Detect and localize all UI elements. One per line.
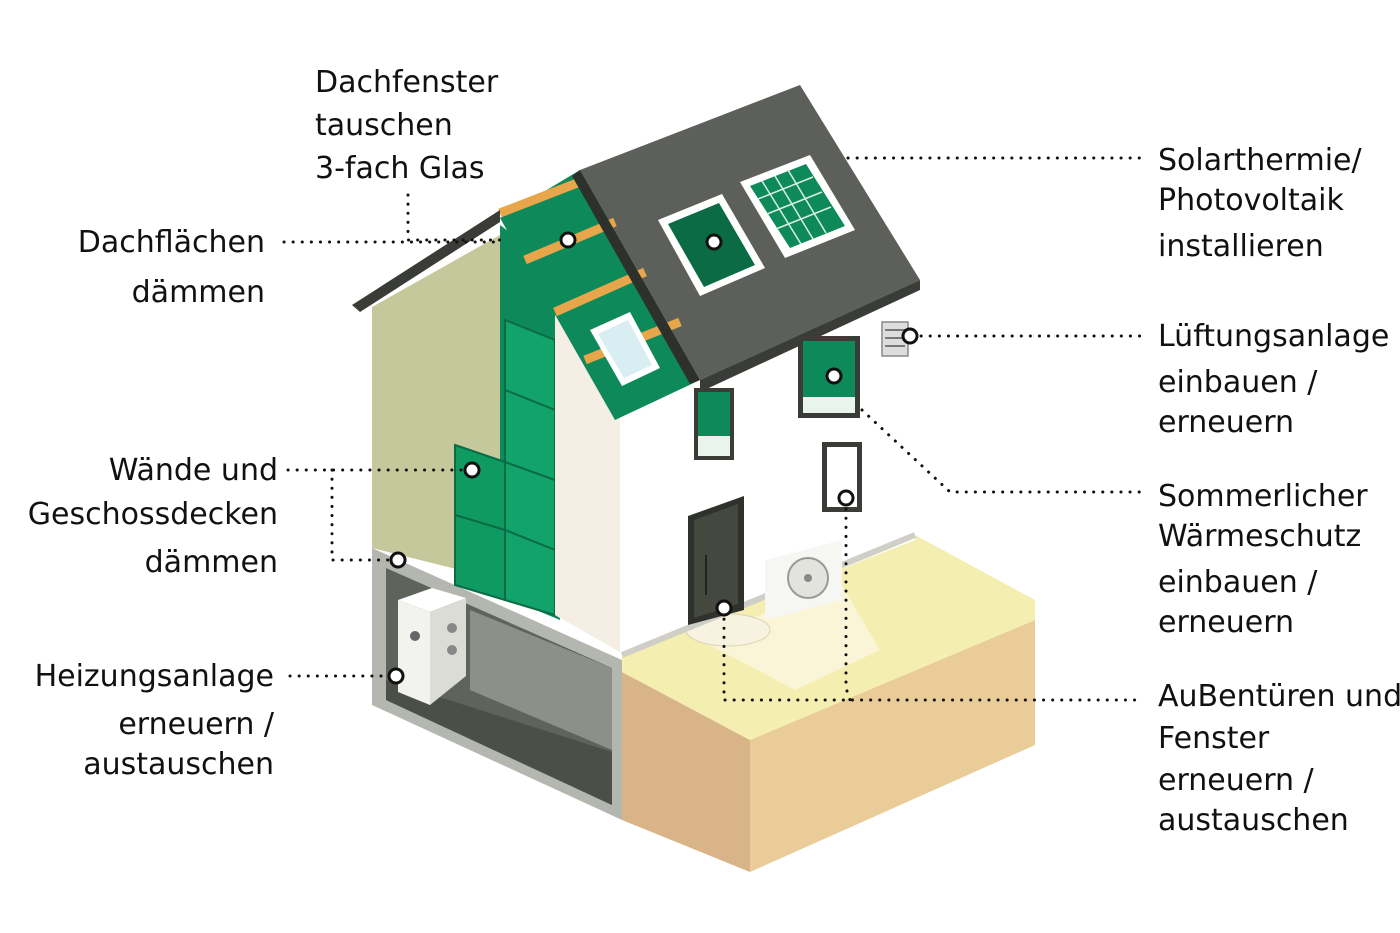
leader-dachfenster: [406, 193, 502, 242]
label-waende-line-1: Wände und: [108, 453, 278, 488]
label-heizung-line-2: erneuern /: [118, 707, 274, 742]
leader-tueren-2: [844, 498, 852, 702]
marker-dots: [387, 231, 919, 685]
pv-grid-line-1: [761, 180, 802, 245]
leader-tueren: [722, 608, 1142, 702]
window-upper-right-glass: [803, 397, 855, 413]
heat-pump: [765, 535, 855, 620]
dot-door: [715, 599, 733, 617]
label-dachflaechen-line-2: dämmen: [131, 275, 265, 310]
dot-solar: [705, 233, 723, 251]
skylight: [590, 312, 660, 386]
roof-rafter-2: [553, 267, 647, 317]
label-waende-line-2: Geschossdecken: [27, 497, 278, 532]
label-solar: Solarthermie/ Photovoltaik installieren: [1158, 146, 1388, 276]
label-waermeschutz: Sommerlicher Wärmeschutz einbauen / erne…: [1158, 482, 1388, 652]
heating-pipe-a: [447, 623, 457, 633]
pv-grid-line-5: [766, 191, 823, 215]
dot-heizung: [387, 667, 405, 685]
skylight-glass: [598, 320, 652, 378]
wall-insulation: [454, 225, 560, 620]
label-solar-line-2: Photovoltaik: [1158, 183, 1344, 218]
dot-waende: [463, 461, 481, 479]
basement-floor: [386, 680, 612, 805]
label-aussentueren-line-1: AuBentüren und: [1158, 679, 1400, 714]
windows: [694, 336, 862, 512]
label-aussentueren-line-4: austauschen: [1158, 803, 1349, 838]
heat-pump-fan-hub: [804, 574, 812, 582]
label-waermeschutz-line-3: einbauen /: [1158, 565, 1318, 600]
heating-pipe-b: [447, 645, 457, 655]
gable-roof-edge: [352, 210, 500, 312]
label-aussentueren: AuBentüren und Fenster erneuern / austau…: [1158, 679, 1400, 852]
heat-pump-top: [765, 535, 855, 560]
roof-ridge-timber: [498, 175, 587, 218]
heating-body-top: [398, 588, 466, 612]
dot-window-shutter: [825, 367, 843, 385]
basement-interior-wall: [470, 610, 612, 750]
window-upper-left-shutter: [698, 392, 730, 436]
window-upper-right-shutter: [803, 341, 855, 397]
label-lueftung-line-1: Lüftungsanlage: [1158, 319, 1390, 354]
heating-unit: [398, 588, 466, 705]
leader-lines: [282, 156, 1142, 702]
door-leaf: [694, 504, 738, 618]
heating-body-front: [398, 600, 430, 705]
insulation-panel-2: [454, 513, 506, 602]
dot-lueftung: [901, 327, 919, 345]
label-dachfenster-line-1: Dachfenster: [315, 65, 499, 100]
label-waermeschutz-line-1: Sommerlicher: [1158, 479, 1368, 514]
label-heizung-line-1: Heizungsanlage: [34, 659, 274, 694]
pv-grid-line-2: [774, 175, 814, 240]
label-solar-line-1: Solarthermie/: [1158, 143, 1362, 178]
pv-grid: [757, 169, 832, 245]
ground-side-right: [750, 620, 1035, 872]
dot-dachflaechen: [559, 231, 577, 249]
label-aussentueren-line-2: Fenster: [1158, 721, 1270, 756]
roof-dark-plane: [580, 85, 920, 380]
label-waermeschutz-line-4: erneuern: [1158, 605, 1295, 640]
ground-path: [700, 582, 880, 690]
label-heizung-line-3: austauschen: [83, 747, 274, 782]
window-upper-left-glass: [698, 436, 730, 456]
leader-waende-2: [330, 468, 400, 562]
pv-grid-line-3: [787, 169, 827, 234]
dot-geschossdecken: [389, 551, 407, 569]
label-dachflaechen-line-1: Dachflächen: [77, 225, 265, 260]
dot-window: [837, 489, 855, 507]
heating-knob: [410, 631, 420, 641]
label-dachflaechen: Dachflächen dämmen: [40, 228, 265, 318]
pv-grid-line-6: [775, 206, 832, 230]
leader-waermeschutz: [860, 408, 1142, 494]
label-waende: Wände und Geschossdecken dämmen: [10, 456, 278, 586]
label-dachfenster-line-3: 3-fach Glas: [315, 151, 485, 186]
label-solar-line-3: installieren: [1158, 229, 1324, 264]
label-lueftung-line-3: erneuern: [1158, 405, 1295, 440]
label-heizung: Heizungsanlage erneuern / austauschen: [20, 662, 274, 792]
label-dachfenster: Dachfenster tauschen 3-fach Glas: [315, 68, 515, 188]
label-waermeschutz-line-2: Wärmeschutz: [1158, 519, 1362, 554]
pv-grid-line-4: [757, 176, 814, 200]
solar-panel-pv-inner: [750, 164, 845, 248]
ground-side-left: [622, 672, 750, 872]
label-lueftung-line-2: einbauen /: [1158, 365, 1318, 400]
label-lueftung: Lüftungsanlage einbauen / erneuern: [1158, 322, 1394, 452]
roof-gutter-dark: [572, 170, 700, 384]
front-door: [688, 496, 744, 625]
label-aussentueren-line-3: erneuern /: [1158, 763, 1314, 798]
label-dachfenster-line-2: tauschen: [315, 108, 453, 143]
label-waende-line-3: dämmen: [144, 545, 278, 580]
